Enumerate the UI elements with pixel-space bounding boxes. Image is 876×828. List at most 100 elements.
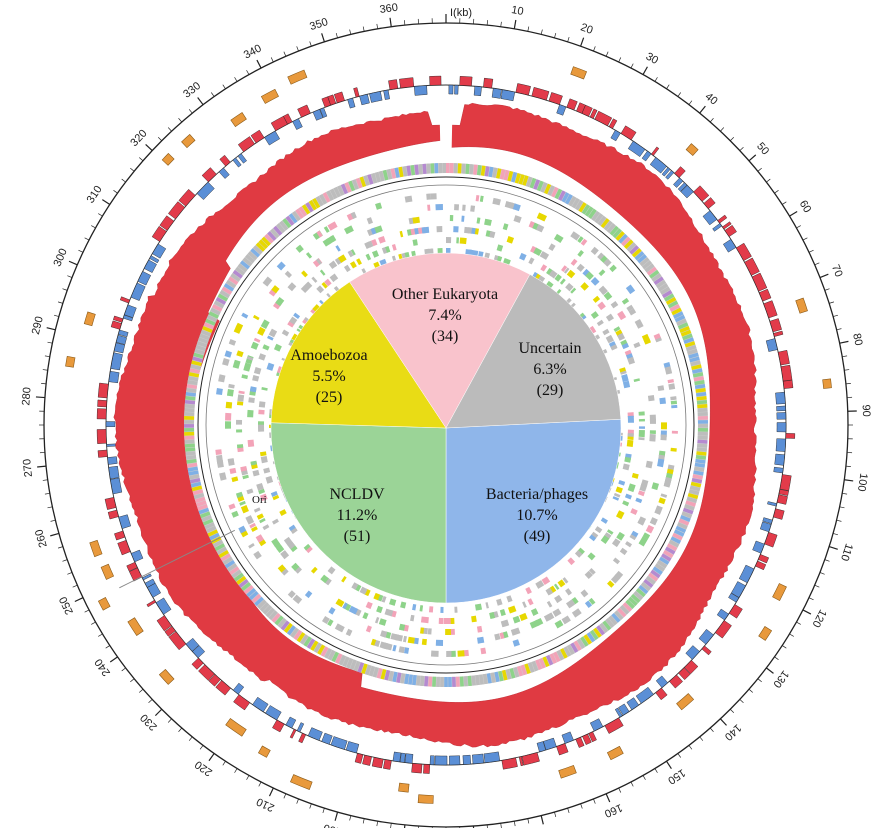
forward-gene [97, 382, 109, 399]
category-segment [677, 322, 689, 330]
category-segment [300, 634, 309, 645]
category-segment [295, 208, 304, 219]
homology-hit [324, 278, 332, 287]
scale-tick [765, 667, 774, 674]
forward-gene [782, 379, 794, 389]
forward-gene [298, 732, 307, 744]
homology-hit [366, 217, 373, 225]
scale-tick [167, 127, 172, 132]
category-segment [221, 286, 233, 295]
homology-hit [375, 202, 383, 210]
forward-gene [582, 733, 592, 745]
homology-hit [489, 231, 496, 239]
forward-gene [208, 674, 221, 687]
scale-tick [91, 225, 96, 229]
scale-tick [605, 51, 609, 57]
category-segment [420, 675, 425, 687]
reverse-gene [448, 84, 454, 95]
homology-hit [440, 606, 444, 613]
homology-hit [228, 383, 235, 389]
homology-hit [316, 230, 323, 238]
homology-hit [287, 541, 296, 550]
homology-hit [259, 451, 267, 457]
category-segment [223, 283, 235, 292]
forward-gene [764, 532, 778, 548]
homology-hit [421, 638, 427, 646]
homology-hit [445, 628, 452, 635]
homology-hit [613, 492, 621, 498]
scale-tick [130, 678, 135, 683]
reverse-gene [122, 314, 134, 322]
category-segment [494, 671, 500, 683]
category-segment [187, 376, 199, 382]
category-segment [184, 408, 195, 413]
category-segment [643, 578, 654, 588]
homology-hit [619, 547, 628, 556]
homology-hit [263, 467, 271, 474]
category-segment [672, 532, 683, 541]
reverse-gene [345, 741, 360, 754]
homology-hit [399, 230, 404, 238]
homology-hit [295, 244, 304, 253]
homology-hit [570, 231, 581, 241]
homology-hit [645, 460, 653, 469]
homology-hit [625, 284, 636, 295]
homology-hit [235, 322, 244, 331]
homology-hit [374, 225, 383, 234]
reverse-gene [429, 755, 435, 765]
category-segment [203, 322, 215, 330]
category-segment [682, 333, 693, 341]
homology-hit [476, 217, 481, 224]
category-segment [438, 163, 443, 174]
reverse-gene [130, 282, 146, 301]
category-segment [195, 344, 207, 352]
forward-gene [575, 736, 585, 748]
category-segment [645, 575, 656, 585]
forward-gene [178, 188, 196, 207]
repeat-block [417, 794, 434, 804]
category-segment [522, 175, 529, 186]
category-segment [538, 657, 546, 669]
forward-gene [758, 554, 770, 564]
reverse-gene [561, 731, 574, 744]
reverse-gene [359, 93, 370, 106]
reverse-gene [232, 682, 245, 695]
category-segment [455, 676, 460, 687]
scale-tick [403, 824, 406, 828]
category-segment [349, 659, 357, 671]
scale-tick [630, 781, 634, 787]
forward-gene [703, 197, 716, 209]
scale-tick [654, 77, 658, 82]
category-segment [346, 657, 354, 669]
scale-tick [730, 136, 735, 141]
category-segment [449, 163, 454, 174]
category-segment [211, 304, 223, 312]
category-segment [697, 408, 708, 413]
homology-hit [398, 623, 406, 631]
category-segment [580, 636, 589, 647]
category-segment [319, 194, 328, 205]
scale-tick [256, 59, 262, 69]
category-segment [661, 553, 672, 562]
reverse-gene [543, 737, 557, 751]
category-segment [691, 364, 702, 370]
pie-label-uncertain: Uncertain [518, 340, 581, 357]
scale-tick [47, 341, 53, 344]
homology-hit [287, 320, 295, 328]
reverse-gene [722, 239, 737, 253]
homology-hit [310, 566, 318, 574]
homology-hit [301, 270, 308, 278]
homology-hit [305, 252, 313, 259]
scale-tick [819, 572, 825, 575]
category-segment [591, 210, 600, 222]
homology-hit [600, 517, 608, 524]
category-segment [696, 451, 707, 456]
forward-gene [146, 599, 157, 608]
homology-hit [559, 278, 566, 285]
reverse-gene [105, 421, 116, 427]
homology-hit [225, 401, 233, 409]
category-segment [544, 183, 552, 195]
category-segment [673, 311, 684, 319]
homology-hit [496, 598, 503, 606]
homology-hit [649, 418, 656, 424]
